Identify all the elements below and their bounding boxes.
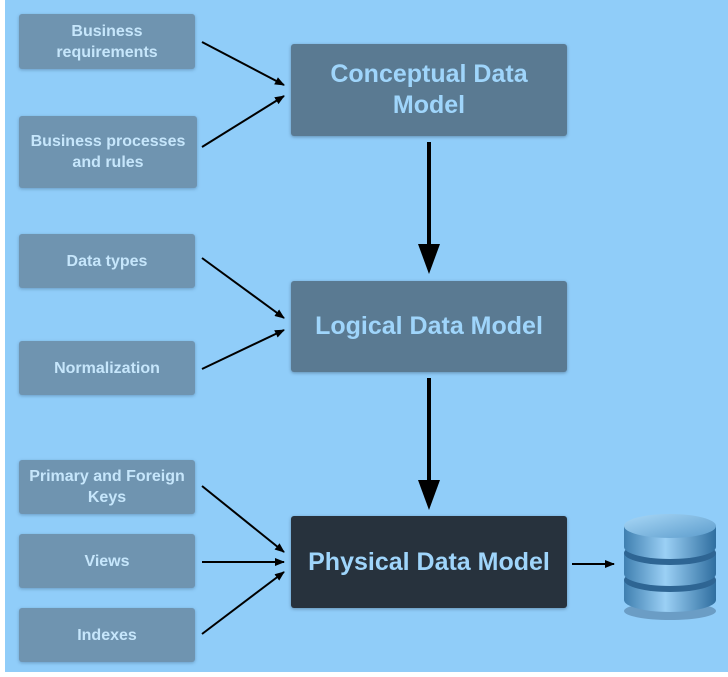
logical-data-model-box: Logical Data Model (291, 281, 567, 372)
input-normalization: Normalization (19, 341, 195, 395)
input-indexes: Indexes (19, 608, 195, 662)
input-data-types: Data types (19, 234, 195, 288)
input-business-processes: Business processes and rules (19, 116, 197, 188)
input-business-requirements: Business requirements (19, 14, 195, 69)
input-views-label: Views (84, 552, 130, 570)
conceptual-data-model-label: Conceptual Data Model (330, 60, 528, 119)
physical-data-model-box: Physical Data Model (291, 516, 567, 608)
input-business-processes-label: Business processes and rules (30, 133, 186, 171)
input-primary-foreign-keys: Primary and Foreign Keys (19, 460, 195, 514)
input-normalization-label: Normalization (54, 359, 160, 377)
input-indexes-label: Indexes (77, 626, 137, 644)
input-views: Views (19, 534, 195, 588)
input-data-types-label: Data types (66, 252, 148, 270)
logical-data-model-label: Logical Data Model (315, 312, 543, 340)
physical-data-model-label: Physical Data Model (308, 547, 550, 576)
input-business-requirements-label: Business requirements (56, 22, 158, 61)
input-primary-foreign-keys-label: Primary and Foreign Keys (29, 468, 185, 506)
conceptual-data-model-box: Conceptual Data Model (291, 44, 567, 136)
